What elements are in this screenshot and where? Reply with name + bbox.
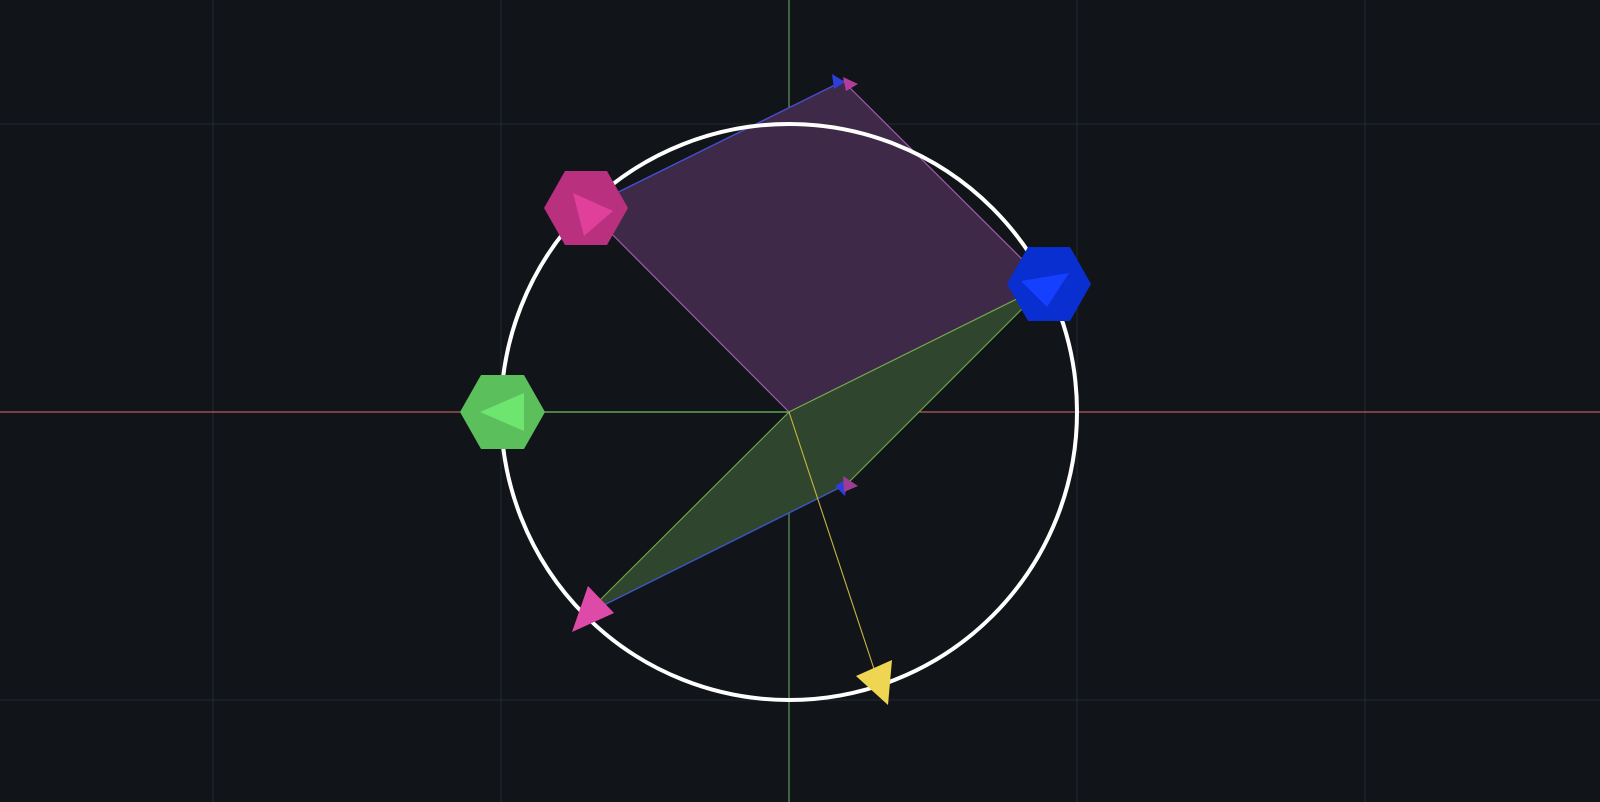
small-arrow-top (832, 74, 858, 91)
pink-hexagon-marker (544, 171, 628, 245)
small-arrow-middle (835, 476, 858, 496)
small-arrow-top-blue (832, 74, 845, 89)
yellow-vector-line (788, 411, 881, 688)
pink-arrow-icon (573, 193, 613, 236)
pink-triangle-marker (572, 586, 614, 632)
green-hexagon-marker (460, 375, 545, 449)
blue-hexagon-marker (1007, 247, 1091, 321)
small-arrow-middle-pink (843, 476, 858, 492)
blue-arrow-icon (1021, 273, 1069, 307)
blue-lower-edge (585, 483, 848, 615)
yellow-triangle-marker (856, 660, 892, 705)
green-arrow-icon (480, 393, 524, 431)
blue-upper-edge (585, 80, 844, 209)
small-arrow-top-pink (843, 77, 858, 91)
